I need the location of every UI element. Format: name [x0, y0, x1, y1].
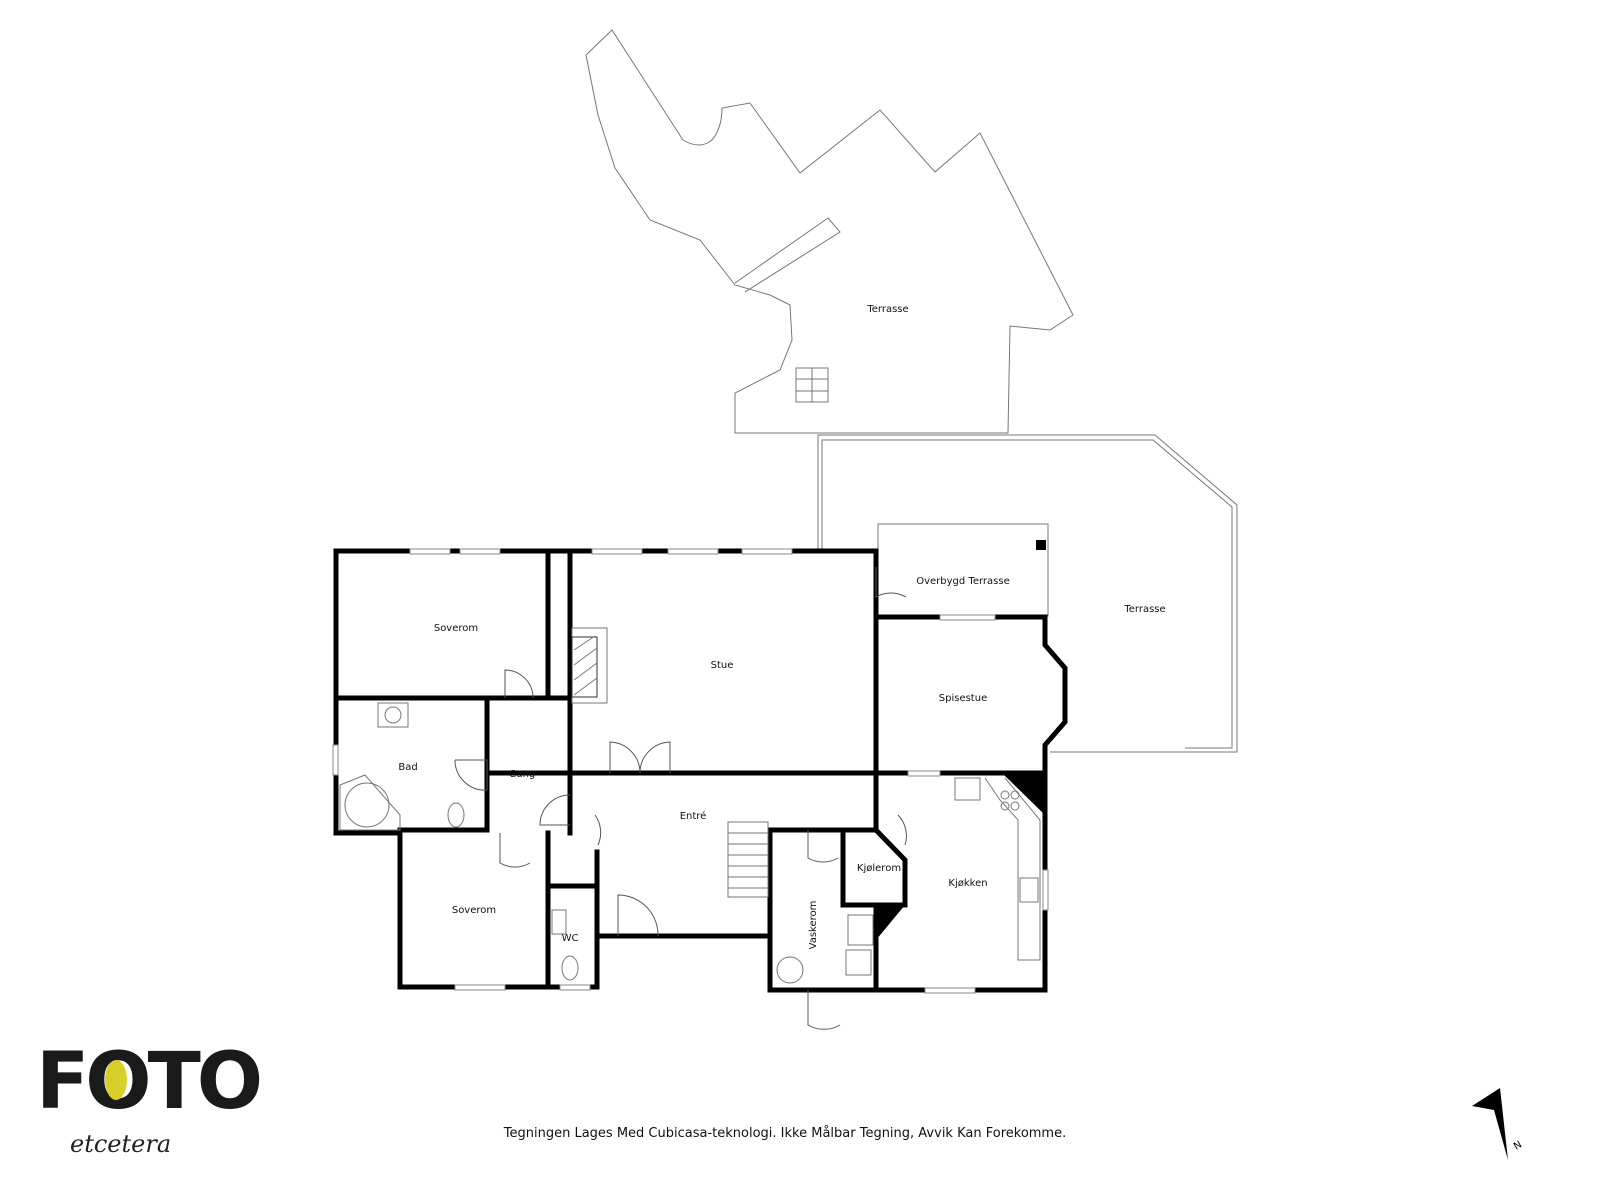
logo-main-text: FOTO [36, 1046, 260, 1127]
windows [332, 548, 1049, 994]
room-label-kjolerom: Kjølerom [857, 863, 901, 874]
logo-yellow-dot [105, 1060, 127, 1100]
room-label-entre: Entré [680, 810, 707, 822]
compass-label: N [1512, 1139, 1524, 1152]
logo-sub-text: etcetera [70, 1130, 171, 1158]
right-terrace-outline [817, 434, 1238, 753]
room-label-terrasse-right: Terrasse [1123, 604, 1165, 615]
room-label-spisestue: Spisestue [939, 693, 987, 704]
room-label-gang: Gang [509, 769, 536, 780]
room-label-stue: Stue [711, 660, 734, 671]
room-label-wc: WC [562, 933, 579, 944]
kitchen-corner-fill [1002, 773, 1045, 815]
room-label-kjokken: Kjøkken [948, 878, 987, 889]
room-label-soverom-bottom: Soverom [452, 905, 496, 916]
upper-terrace-bench [734, 217, 841, 293]
room-label-soverom-top: Soverom [434, 623, 478, 634]
terrace-stairs [795, 367, 829, 403]
room-label-bad: Bad [398, 762, 417, 773]
disclaimer-text: Tegningen Lages Med Cubicasa-teknologi. … [503, 1126, 1067, 1141]
room-label-overbygd-terrasse: Overbygd Terrasse [916, 576, 1010, 587]
room-label-terrasse-upper: Terrasse [866, 304, 908, 315]
wall-fill [876, 905, 905, 940]
doors [454, 567, 907, 1030]
upper-terrace-outline [585, 29, 1074, 434]
foto-etcetera-logo: FOTO etcetera [36, 1046, 264, 1158]
fixtures [339, 627, 1041, 984]
post [1036, 540, 1046, 550]
north-arrow-icon: N [1472, 1088, 1524, 1160]
covered-terrace-outline [877, 523, 1049, 617]
room-label-vaskerom: Vaskerom [808, 901, 819, 950]
